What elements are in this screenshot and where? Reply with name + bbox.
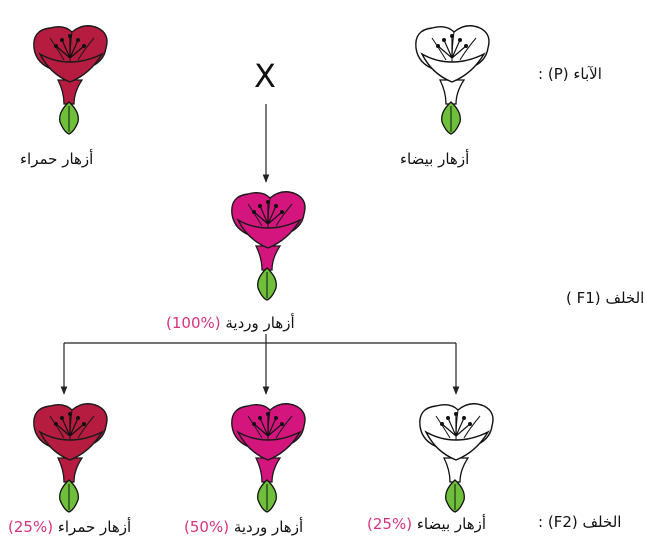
generation-f1: ( F1) الخلف [566,288,644,308]
flower-f2-red [24,396,114,518]
label-f2-white: أزهار بيضاء [416,515,487,533]
cross-symbol: X [254,57,276,95]
percent-f2-pink: (50%) [184,518,230,536]
percent-f2-white: (25%) [367,515,413,533]
flower-parent-white [406,18,496,140]
label-f2-red: أزهار حمراء [57,518,132,536]
flower-f1-pink [222,184,312,306]
generation-parents: : (P) الآباء [538,64,602,84]
generation-f1-code: ( F1) [566,289,601,307]
generation-f2-sep: : [538,513,544,531]
caption-f2-red: (25%) أزهار حمراء [8,517,131,537]
label-parent-white: أزهار بيضاء [400,150,470,168]
label-parent-red: أزهار حمراء [20,150,94,168]
generation-f2: : (F2) الخلف [538,512,621,532]
percent-f2-red: (25%) [8,518,54,536]
label-f2-pink: أزهار وردية [233,518,304,536]
flower-parent-red [24,18,114,140]
generation-parents-code: (P) [547,65,569,83]
generation-f2-label: الخلف [582,513,622,531]
generation-parents-label: الآباء [573,65,602,83]
label-f1-pink: أزهار وردية [225,314,295,332]
flower-f2-pink [222,396,312,518]
generation-parents-sep: : [538,65,544,83]
caption-f2-pink: (50%) أزهار وردية [184,517,303,537]
caption-f1-pink: (100%) أزهار وردية [166,313,295,333]
percent-f1-pink: (100%) [166,314,221,332]
flower-f2-white [410,396,500,518]
caption-f2-white: (25%) أزهار بيضاء [367,514,486,534]
generation-f2-code: (F2) [547,513,578,531]
generation-f1-label: الخلف [605,289,645,307]
